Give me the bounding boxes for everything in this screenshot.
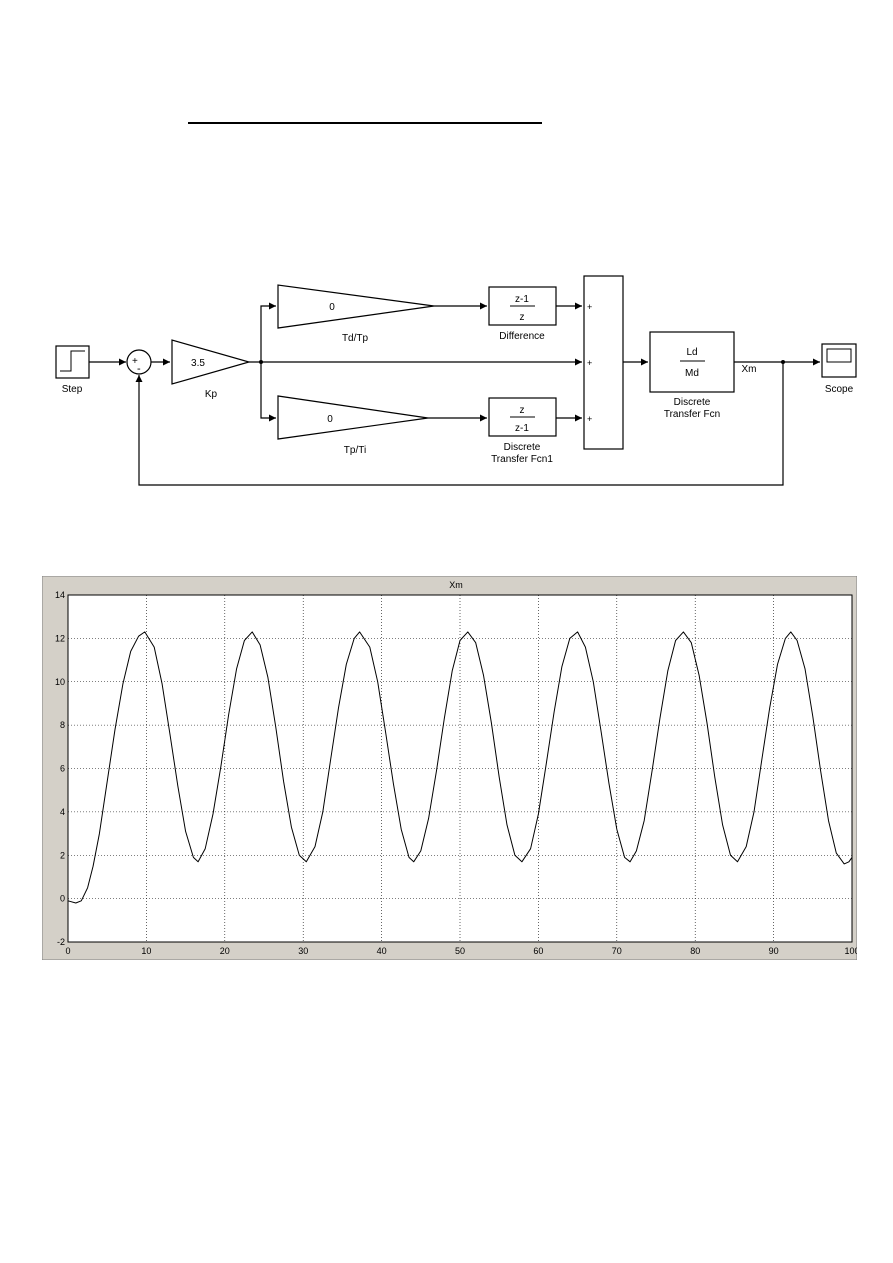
dtf1-numerator: z: [520, 405, 525, 416]
sum-block[interactable]: + -: [126, 349, 152, 375]
y-tick-label: 0: [60, 894, 65, 904]
block-diagram: Step + - 3.5 Kp 0 Td/Tp 0 Tp/Ti: [55, 275, 857, 486]
kp-value: 3.5: [191, 358, 205, 369]
y-tick-label: 2: [60, 850, 65, 860]
y-axis: -2 0 2 4 6 8 10 12 14: [55, 590, 65, 947]
x-tick-label: 100: [844, 946, 857, 956]
sum3-sign-bottom: +: [587, 414, 592, 424]
tp-ti-value: 0: [327, 414, 333, 425]
y-tick-label: -2: [57, 937, 65, 947]
x-tick-label: 80: [690, 946, 700, 956]
scope-block[interactable]: Scope: [821, 343, 857, 395]
sum-minus-sign: -: [137, 363, 141, 375]
sum3-sign-middle: +: [587, 358, 592, 368]
td-tp-gain-block[interactable]: 0 Td/Tp: [277, 284, 435, 344]
tp-ti-label: Tp/Ti: [344, 445, 366, 456]
signal-wires: [89, 302, 820, 486]
x-axis: 0 10 20 30 40 50 60 70 80 90 100: [65, 946, 857, 956]
x-tick-label: 70: [612, 946, 622, 956]
y-tick-label: 14: [55, 590, 65, 600]
sum3-sign-top: +: [587, 302, 592, 312]
scope-label: Scope: [825, 384, 854, 395]
difference-denominator: z: [520, 312, 525, 323]
x-tick-label: 10: [141, 946, 151, 956]
discrete-transfer-fcn1-block[interactable]: z z-1 Discrete Transfer Fcn1: [488, 397, 557, 465]
step-label: Step: [62, 384, 83, 395]
series-line-xm: [67, 631, 853, 904]
x-tick-label: 60: [533, 946, 543, 956]
y-tick-label: 4: [60, 807, 65, 817]
dtf-numerator: Ld: [686, 347, 697, 358]
x-tick-label: 50: [455, 946, 465, 956]
series-lines: [67, 631, 853, 904]
tp-ti-gain-block[interactable]: 0 Tp/Ti: [277, 395, 429, 456]
dtf-denominator: Md: [685, 368, 699, 379]
x-tick-label: 0: [65, 946, 70, 956]
signal-label-xm: Xm: [742, 364, 757, 375]
difference-block[interactable]: z-1 z Difference: [488, 286, 557, 342]
dtf1-label-line1: Discrete: [504, 442, 541, 453]
difference-numerator: z-1: [515, 294, 529, 305]
three-input-sum-block[interactable]: + + +: [583, 275, 624, 450]
chart-title: Xm: [449, 580, 463, 590]
x-tick-label: 30: [298, 946, 308, 956]
x-tick-label: 40: [377, 946, 387, 956]
y-tick-label: 6: [60, 764, 65, 774]
y-tick-label: 12: [55, 633, 65, 643]
y-tick-label: 10: [55, 677, 65, 687]
step-block[interactable]: Step: [55, 345, 90, 395]
x-tick-label: 90: [769, 946, 779, 956]
dtf-label-line2: Transfer Fcn: [664, 409, 720, 420]
td-tp-value: 0: [329, 302, 335, 313]
kp-label: Kp: [205, 389, 218, 400]
x-tick-label: 20: [220, 946, 230, 956]
dtf1-denominator: z-1: [515, 423, 529, 434]
y-tick-label: 8: [60, 720, 65, 730]
dtf-label-line1: Discrete: [674, 397, 711, 408]
sum-plus-sign: +: [132, 356, 138, 367]
grid: [68, 595, 852, 942]
discrete-transfer-fcn-block[interactable]: Ld Md Discrete Transfer Fcn: [649, 331, 735, 420]
td-tp-label: Td/Tp: [342, 333, 369, 344]
difference-label: Difference: [499, 331, 545, 342]
kp-gain-block[interactable]: 3.5 Kp: [171, 339, 252, 400]
dtf1-label-line2: Transfer Fcn1: [491, 454, 553, 465]
title-rule: [188, 122, 542, 124]
